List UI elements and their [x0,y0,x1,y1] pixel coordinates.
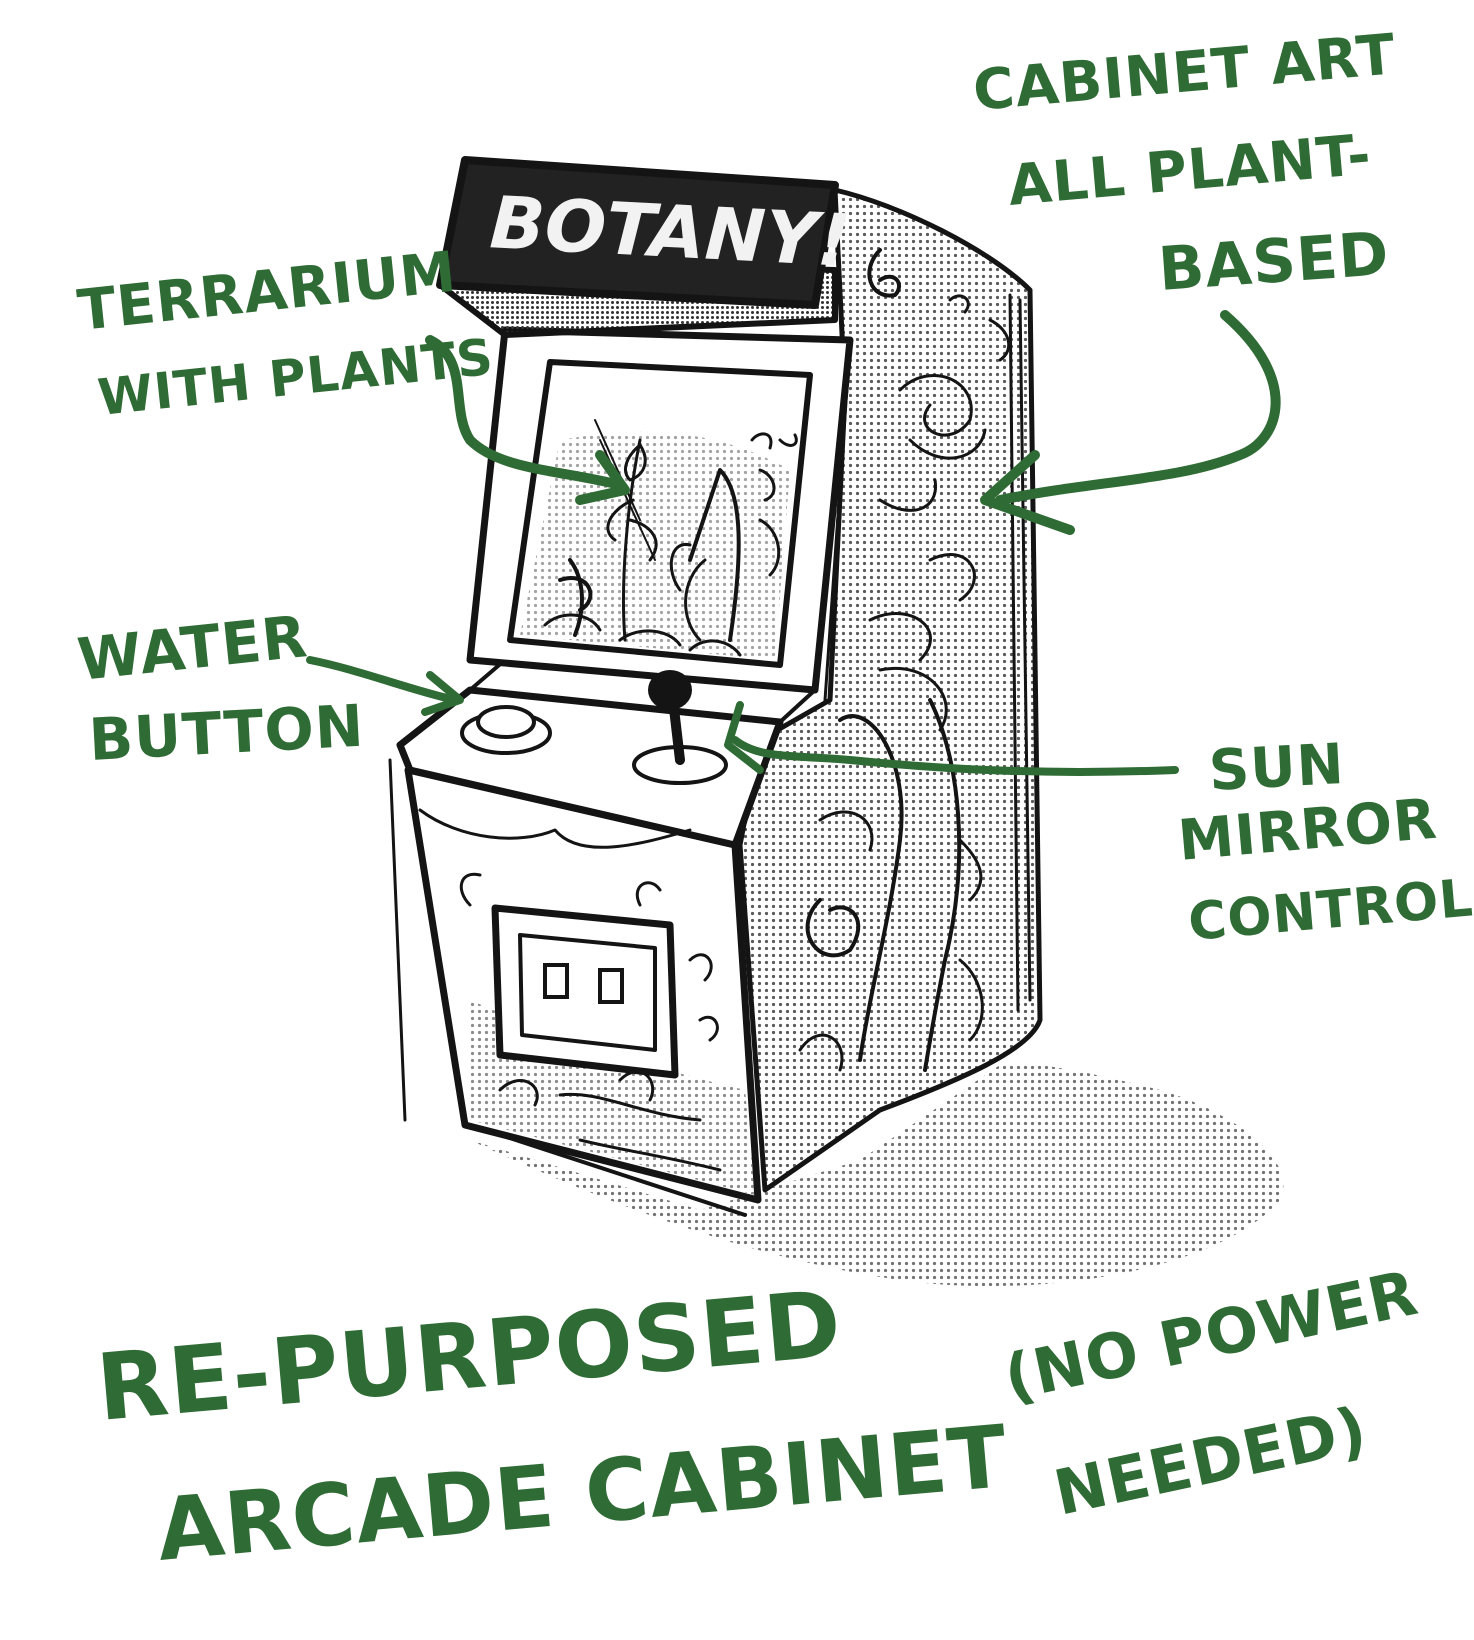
joystick-icon [632,670,728,785]
cabinet-art-line-2: ALL PLANT- [1006,122,1375,219]
water-button-line-2: BUTTON [87,692,366,774]
water-button-line-1: WATER [74,602,310,694]
coin-door-icon [491,904,679,1079]
no-power-line-2: NEEDED) [1048,1392,1373,1529]
arrow-icon [425,335,625,490]
annotation-water-button: WATER BUTTON [74,602,366,774]
marquee-box [436,156,839,309]
sun-mirror-line-1: SUN [1207,732,1346,804]
round-button-icon [460,705,552,755]
arrow-icon [306,656,459,704]
marquee-text: BOTANY! [488,180,852,283]
cabinet-art-line-1: CABINET ART [971,22,1399,124]
terrarium-line-1: TERRARIUM [75,240,460,344]
page-title-line-2: ARCADE CABINET [153,1407,1012,1581]
arrow-icon [731,736,1179,776]
page-title-line-1: RE-PURPOSED [93,1270,846,1442]
side-vine-art [798,248,1011,1072]
front-vine-art [418,808,722,1172]
floor-shadow [470,1063,1284,1287]
cabinet-art-line-3: BASED [1156,219,1391,305]
annotation-sun-mirror: SUN MIRROR CONTROL [1176,732,1474,953]
annotation-title: RE-PURPOSED ARCADE CABINET [93,1270,1012,1581]
annotation-cabinet-art: CABINET ART ALL PLANT- BASED [971,22,1399,305]
annotation-terrarium: TERRARIUM WITH PLANTS [75,240,497,427]
terrarium-plants [543,419,798,657]
arcade-cabinet: BOTANY! [388,156,1043,1217]
annotation-no-power: (NO POWER NEEDED) [998,1256,1424,1530]
cabinet-side-panel [737,187,1043,1193]
sun-mirror-line-3: CONTROL [1186,868,1474,953]
arrow-icon [995,310,1281,505]
